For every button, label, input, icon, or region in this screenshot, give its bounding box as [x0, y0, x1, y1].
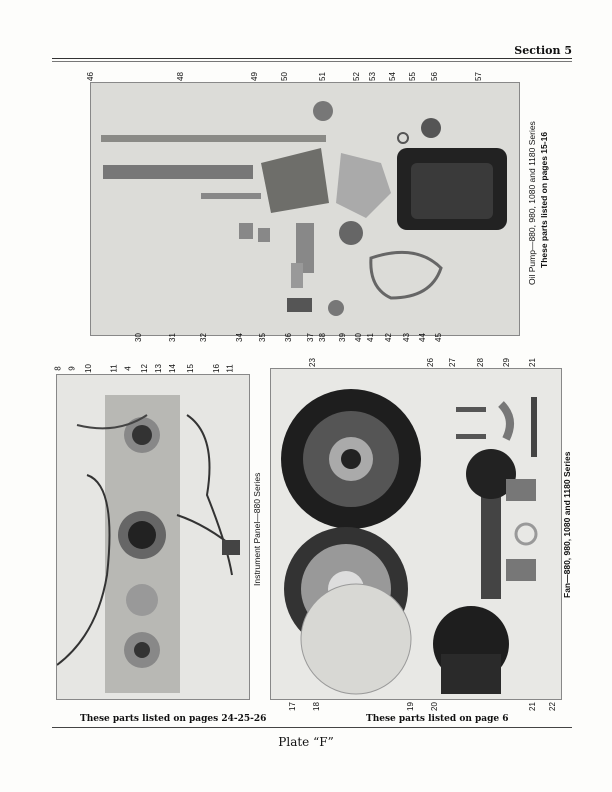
callout-11-top: 11	[109, 364, 119, 373]
oil-pump-illustration	[101, 101, 507, 316]
fan-title: Fan—880, 980, 1080 and 1180 Series	[562, 451, 572, 599]
callout-41: 41	[365, 333, 375, 342]
callout-21: 21	[527, 702, 537, 711]
callout-43: 43	[401, 333, 411, 342]
callout-16: 16	[211, 364, 221, 373]
callout-21-top: 21	[527, 358, 537, 367]
callout-48: 48	[175, 72, 185, 81]
section-header: Section 5	[514, 44, 572, 57]
callout-20: 20	[429, 702, 439, 711]
callout-51: 51	[317, 72, 327, 81]
callout-31: 31	[167, 333, 177, 342]
callout-40: 40	[353, 333, 363, 342]
callout-15: 15	[185, 364, 195, 373]
top-rule	[52, 58, 572, 59]
callout-12: 12	[139, 364, 149, 373]
callout-22: 22	[547, 702, 557, 711]
callout-49: 49	[249, 72, 259, 81]
oil-pump-title: Oil Pump—880, 980, 1080 and 1180 Series	[527, 121, 537, 285]
callout-46: 46	[85, 72, 95, 81]
callout-42: 42	[383, 333, 393, 342]
callout-23: 23	[307, 358, 317, 367]
callout-36: 36	[283, 333, 293, 342]
callout-55: 55	[407, 72, 417, 81]
instrument-panel-title: Instrument Panel—880 Series	[252, 472, 262, 586]
callout-45: 45	[433, 333, 443, 342]
callout-38: 38	[317, 333, 327, 342]
callout-4: 4	[123, 366, 133, 371]
callout-35: 35	[257, 333, 267, 342]
callout-26: 26	[425, 358, 435, 367]
callout-18: 18	[311, 702, 321, 711]
fan-illustration	[281, 389, 538, 695]
callout-50: 50	[279, 72, 289, 81]
top-rule-thin	[52, 61, 572, 62]
instrument-panel-illustration	[57, 395, 240, 693]
callout-13: 13	[153, 364, 163, 373]
fan-photo	[270, 368, 562, 700]
callout-54: 54	[387, 72, 397, 81]
callout-30: 30	[133, 333, 143, 342]
callout-8: 8	[53, 366, 63, 371]
callout-44: 44	[417, 333, 427, 342]
callout-29: 29	[501, 358, 511, 367]
callout-28: 28	[475, 358, 485, 367]
callout-17: 17	[287, 702, 297, 711]
oil-pump-subtitle: These parts listed on pages 15-16	[539, 131, 549, 268]
instrument-panel-photo	[56, 374, 250, 700]
callout-34: 34	[234, 333, 244, 342]
callout-39: 39	[337, 333, 347, 342]
fan-caption: These parts listed on page 6	[366, 714, 509, 724]
callout-27: 27	[447, 358, 457, 367]
callout-14: 14	[167, 364, 177, 373]
callout-9: 9	[67, 366, 77, 371]
callout-56: 56	[429, 72, 439, 81]
callout-53: 53	[367, 72, 377, 81]
oil-pump-photo	[90, 82, 520, 336]
callout-19: 19	[405, 702, 415, 711]
callout-11: 11	[225, 364, 235, 373]
callout-32: 32	[198, 333, 208, 342]
plate-label: Plate “F”	[278, 735, 334, 749]
instrument-panel-caption: These parts listed on pages 24-25-26	[80, 714, 267, 724]
callout-37: 37	[305, 333, 315, 342]
bottom-rule	[52, 727, 572, 728]
callout-10: 10	[83, 364, 93, 373]
callout-57: 57	[473, 72, 483, 81]
callout-52: 52	[351, 72, 361, 81]
